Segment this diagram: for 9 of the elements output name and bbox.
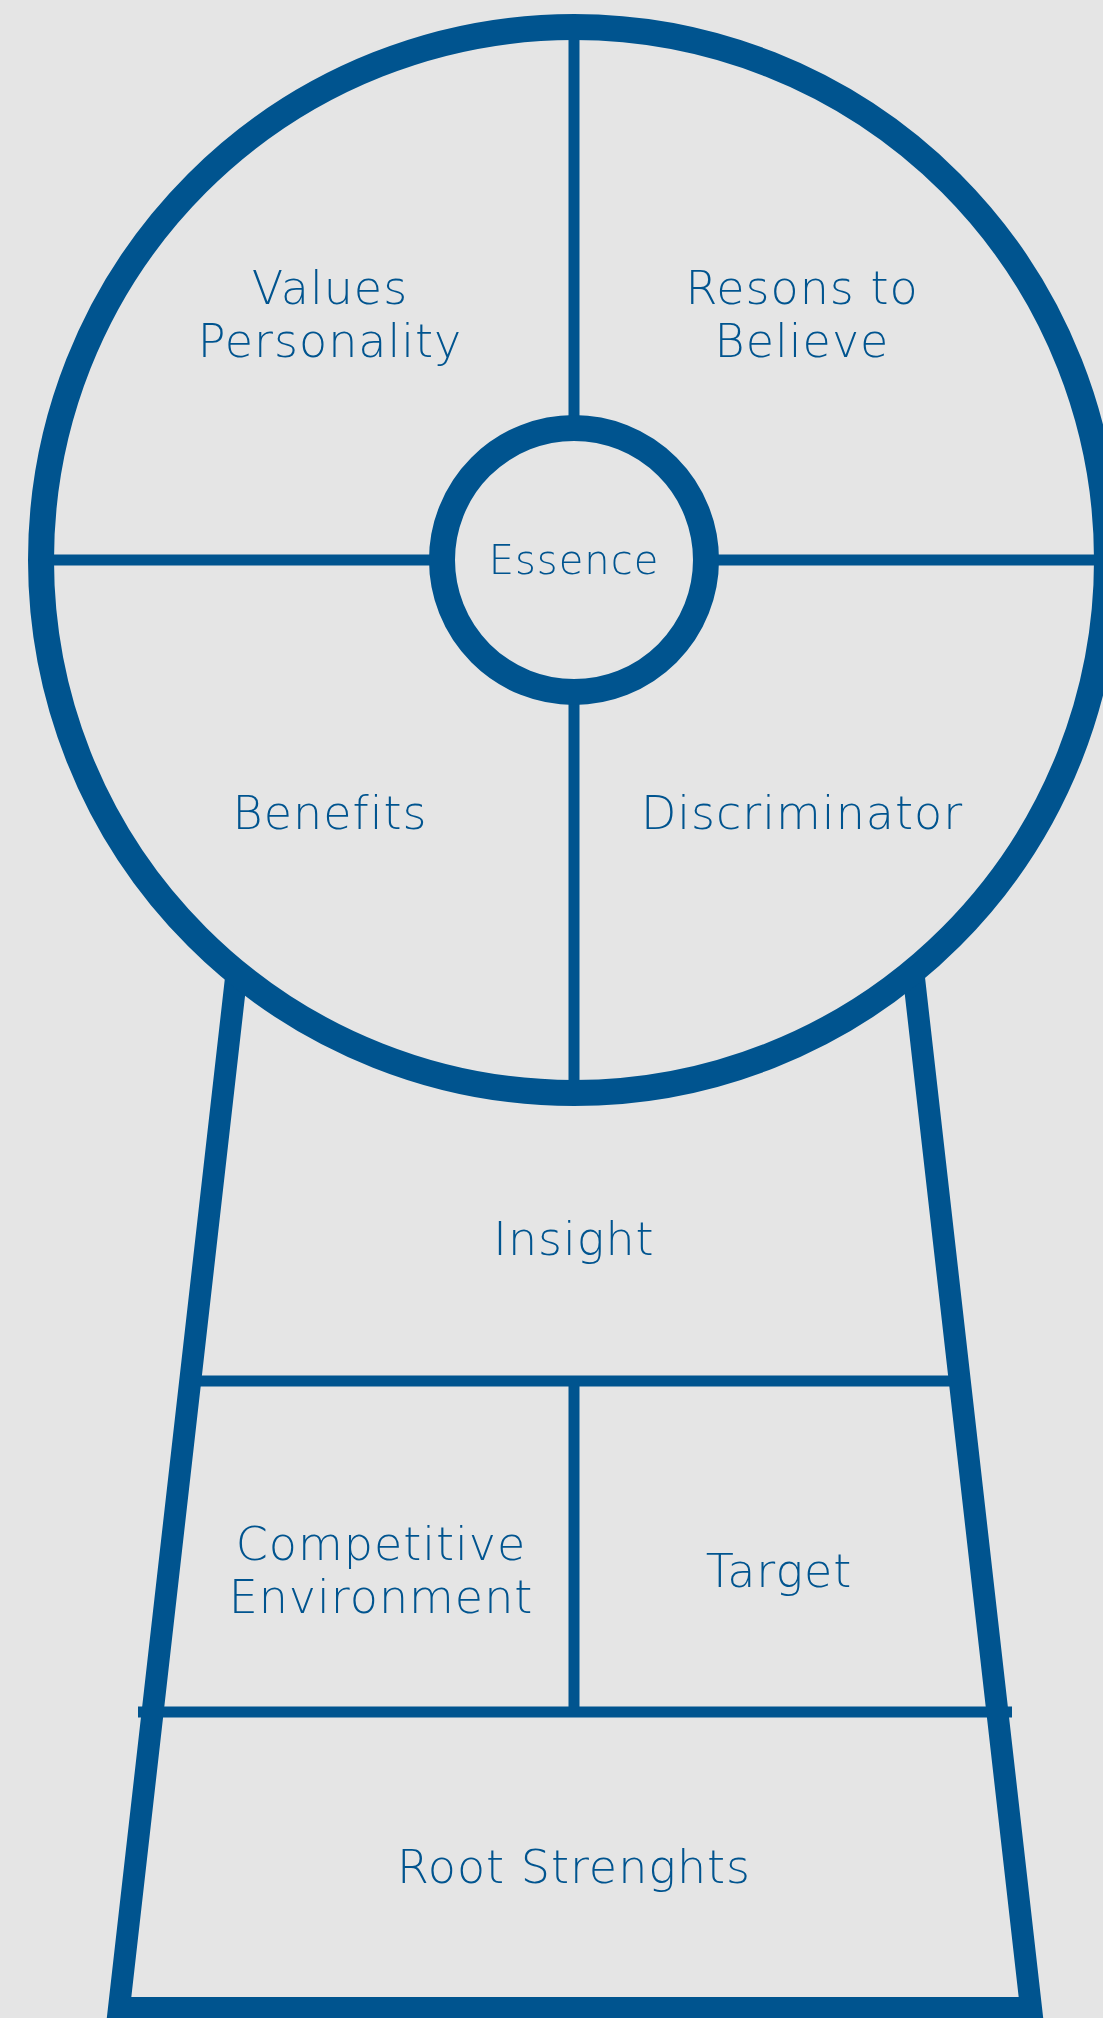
center-label: Essence xyxy=(454,537,694,583)
section-label: Insight xyxy=(374,1212,774,1266)
quadrant-label: Resons to Believe xyxy=(652,262,952,368)
quadrant-label: Values Personality xyxy=(165,262,495,368)
quadrant-label: Discriminator xyxy=(592,786,1012,840)
section-label: Target xyxy=(609,1544,949,1598)
section-label: Competitive Environment xyxy=(211,1518,551,1624)
section-label: Root Strenghts xyxy=(274,1840,874,1894)
quadrant-label: Benefits xyxy=(165,786,495,840)
